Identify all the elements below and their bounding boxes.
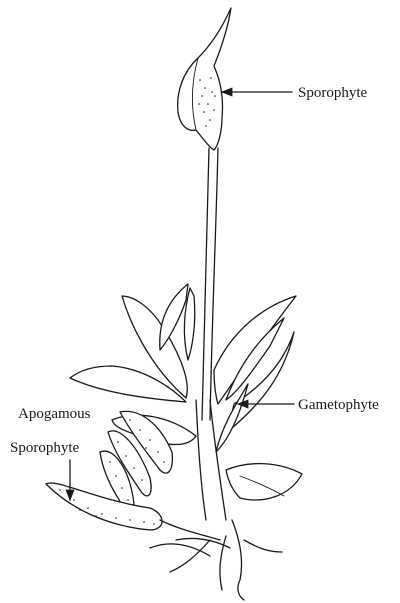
leaf bbox=[160, 284, 188, 350]
rhizoids bbox=[150, 520, 282, 600]
gametophyte-structure bbox=[46, 284, 302, 600]
gametophyte-label: Gametophyte bbox=[298, 397, 379, 413]
sporophyte-label: Sporophyte bbox=[298, 85, 368, 101]
capsule bbox=[178, 8, 231, 150]
basal-leaf bbox=[226, 464, 302, 500]
apogamous-label-line2: Sporophyte bbox=[10, 440, 80, 456]
apogamous-label-line1: Apogamous bbox=[18, 406, 91, 422]
stem-base bbox=[196, 400, 226, 520]
